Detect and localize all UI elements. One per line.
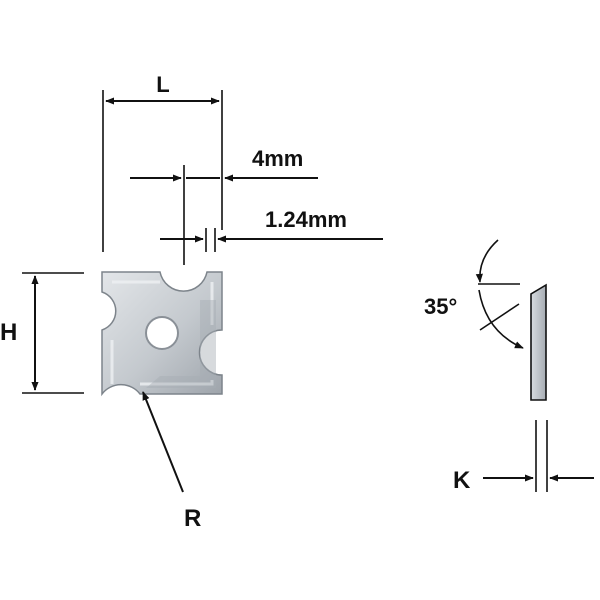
insert-side-view: 35° <box>424 239 547 401</box>
label-H: H <box>0 319 17 346</box>
label-1-24mm: 1.24mm <box>265 207 347 232</box>
insert-side-profile <box>530 283 547 401</box>
dimension-K: K <box>453 420 594 494</box>
label-4mm: 4mm <box>252 146 303 171</box>
dimension-4mm: 4mm <box>130 146 318 265</box>
dimension-H: H <box>0 272 84 394</box>
label-R: R <box>184 505 201 532</box>
mounting-hole <box>145 316 179 350</box>
radius-leader: R <box>142 391 201 532</box>
label-angle: 35° <box>424 294 457 319</box>
dimension-L: L <box>102 72 223 252</box>
insert-front-view <box>101 271 223 397</box>
insert-shade <box>146 300 216 388</box>
angle-arc-bottom <box>478 289 524 349</box>
dimension-1-24mm: 1.24mm <box>160 207 383 252</box>
angle-arc-top <box>475 239 499 283</box>
label-L: L <box>156 72 169 97</box>
label-K: K <box>453 467 471 494</box>
insert-bevel-edge <box>110 280 214 386</box>
